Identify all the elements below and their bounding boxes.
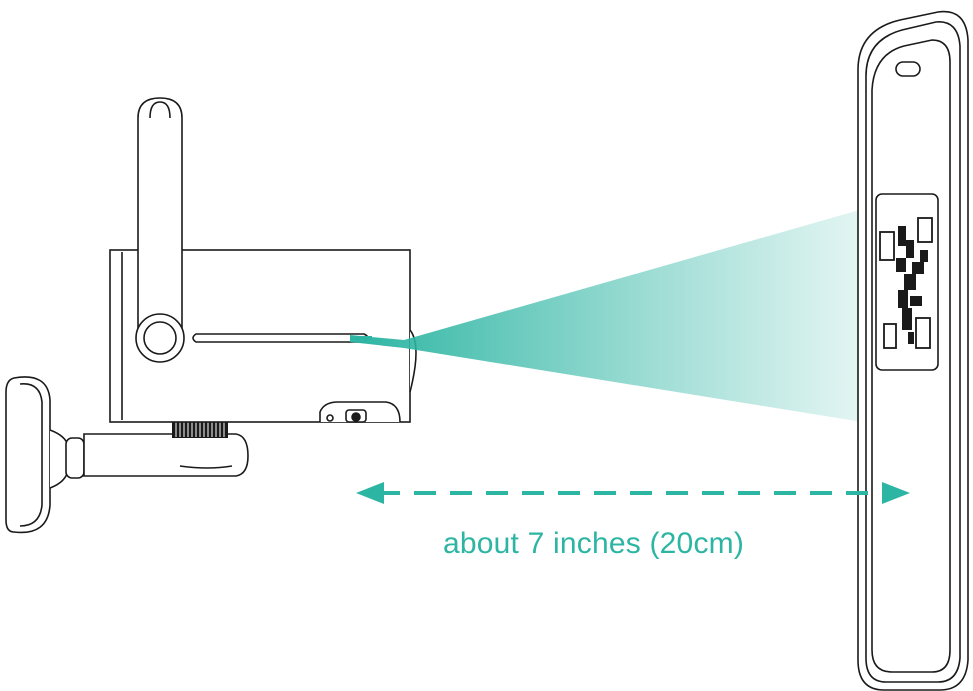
camera-mount — [5, 376, 249, 534]
distance-label: about 7 inches (20cm) — [443, 527, 745, 560]
qr-code-icon — [875, 193, 939, 371]
baby-monitor-camera-icon — [109, 97, 417, 423]
double-headed-dashed-arrow — [356, 482, 910, 504]
scan-beam — [350, 195, 912, 430]
